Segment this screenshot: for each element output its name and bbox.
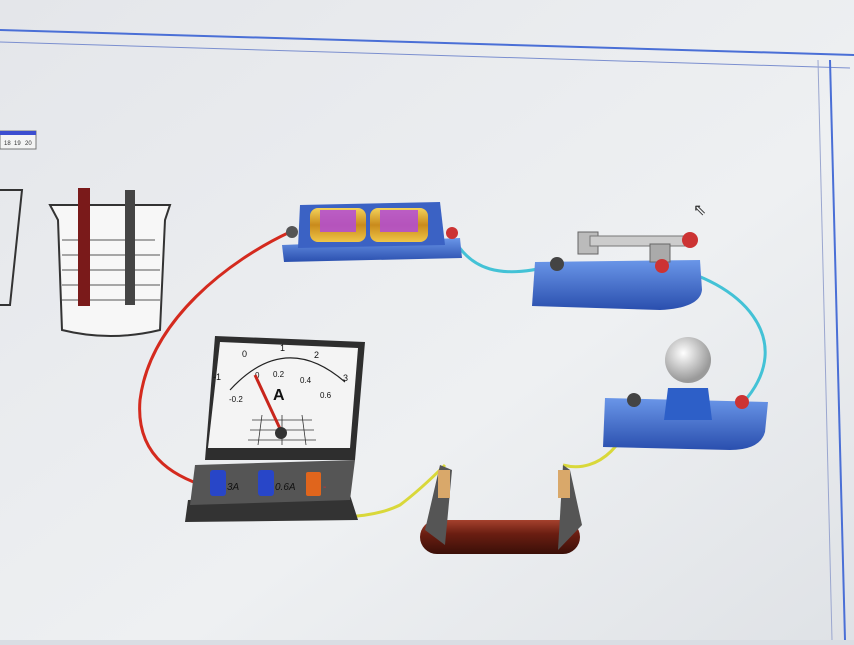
- terminal-label: -: [323, 482, 326, 493]
- window-border-top: [0, 29, 854, 56]
- switch-handle: [682, 232, 698, 248]
- terminal: [735, 395, 749, 409]
- electrode-zinc: [125, 190, 135, 305]
- ammeter-needle: [253, 374, 284, 434]
- upper-scale-label: 0: [242, 349, 247, 359]
- unit-label: A: [273, 387, 285, 404]
- wire-red[interactable]: [138, 230, 291, 492]
- lower-scale-label: 0.4: [300, 376, 312, 385]
- upper-scale-label: 2: [314, 350, 319, 360]
- ammeter-dial-face: [208, 342, 358, 448]
- knife-switch[interactable]: [532, 231, 702, 310]
- ammeter[interactable]: -1 0 1 2 3 -0.2 0 0.2 0.4 0.6 A 3A 0.6A …: [185, 336, 365, 522]
- ruler-tick: 20: [25, 141, 32, 147]
- lower-scale-label: -0.2: [229, 395, 243, 404]
- window-border-right: [829, 59, 846, 641]
- ruler[interactable]: 18 19 20: [0, 130, 37, 150]
- terminal-negative: [306, 472, 321, 496]
- upper-scale-label: 3: [343, 373, 348, 383]
- terminal-label: 3A: [227, 482, 240, 493]
- light-bulb[interactable]: [603, 337, 768, 450]
- ruler-tick: 18: [4, 141, 11, 147]
- switch-blade: [589, 235, 686, 247]
- terminal: [550, 257, 564, 271]
- terminal: [655, 259, 669, 273]
- upper-scale-label: 1: [280, 343, 285, 353]
- ruler-tick: 19: [14, 141, 21, 147]
- terminal-0-6a: [258, 470, 274, 496]
- lower-scale-label: 0.2: [273, 370, 285, 379]
- lower-scale-label: 0: [255, 371, 260, 380]
- terminal-positive: [446, 227, 458, 239]
- partial-frame: [0, 189, 24, 306]
- resistor-rod[interactable]: [420, 465, 582, 554]
- terminal-3a: [210, 470, 226, 496]
- terminal-negative: [286, 226, 298, 238]
- electrode-copper: [78, 188, 90, 306]
- lower-scale-label: 0.6: [320, 391, 332, 400]
- terminal-label: 0.6A: [275, 482, 296, 493]
- battery-holder[interactable]: [282, 202, 462, 262]
- beaker-with-electrodes[interactable]: [48, 188, 172, 337]
- bulb-glass: [665, 337, 711, 383]
- terminal: [627, 393, 641, 407]
- mouse-cursor-icon: ⇖: [693, 202, 706, 219]
- upper-scale-label: -1: [213, 372, 221, 382]
